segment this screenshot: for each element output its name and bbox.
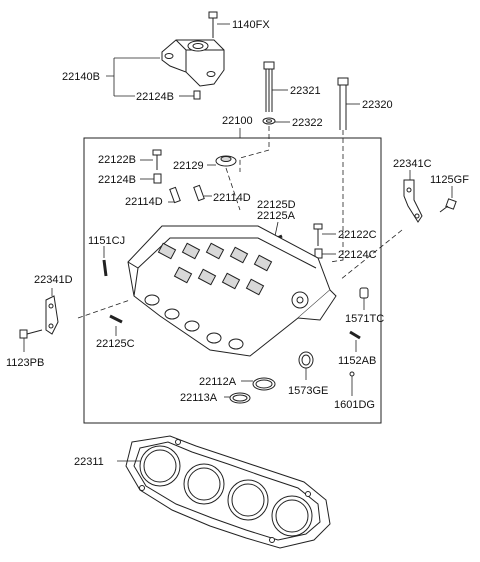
- assembly-frame: [83, 137, 382, 424]
- seal-ring-22112a: [252, 377, 276, 391]
- label-1125gf: 1125GF: [430, 174, 469, 186]
- head-gasket-22311: [125, 435, 331, 549]
- label-1151cj: 1151CJ: [88, 235, 125, 247]
- bolt-22122c: [313, 223, 323, 246]
- label-22122b: 22122B: [98, 154, 136, 166]
- bolt-1123pb: [19, 329, 43, 339]
- label-22124b-top: 22124B: [136, 91, 174, 103]
- washer-22322: [262, 117, 276, 125]
- label-1601dg: 1601DG: [334, 399, 375, 411]
- head-bolt-22320: [337, 77, 349, 130]
- label-22124b: 22124B: [98, 174, 136, 186]
- bracket-22341c: [403, 179, 423, 223]
- head-bolt-22321: [263, 61, 275, 112]
- label-22112a: 22112A: [199, 376, 237, 388]
- label-22122c: 22122C: [338, 229, 377, 241]
- label-1573ge: 1573GE: [288, 385, 328, 397]
- seal-1573ge: [298, 351, 314, 369]
- dowel-22124b-top: [193, 90, 201, 100]
- plug-1571tc: [359, 287, 369, 299]
- label-22311: 22311: [74, 456, 104, 468]
- label-1152ab: 1152AB: [338, 355, 376, 367]
- label-22125c: 22125C: [96, 338, 135, 350]
- label-22129: 22129: [173, 160, 204, 172]
- stud-1151cj: [102, 259, 108, 277]
- bolt-22122b: [152, 149, 162, 170]
- engine-hanger-bracket: [161, 39, 225, 87]
- label-22125d: 22125D: [257, 199, 296, 211]
- label-22100: 22100: [222, 115, 253, 127]
- stud-1152ab: [349, 330, 361, 340]
- pins-22114d: [169, 184, 205, 204]
- label-22113a: 22113A: [180, 392, 218, 404]
- label-22322: 22322: [292, 117, 323, 129]
- cap-22129: [215, 155, 237, 167]
- dowel-22124b: [153, 173, 162, 184]
- stud-22125c: [109, 314, 123, 324]
- label-22125a: 22125A: [257, 210, 296, 222]
- seal-ring-22113a: [229, 392, 251, 404]
- label-1140fx: 1140FX: [232, 19, 270, 31]
- plug-1601dg: [349, 371, 355, 377]
- label-22114d-b: 22114D: [213, 192, 251, 204]
- label-22341d: 22341D: [34, 274, 73, 286]
- label-22321: 22321: [290, 85, 321, 97]
- cylinder-head-22100: [127, 225, 337, 357]
- label-22140b: 22140B: [62, 71, 100, 83]
- label-22124c: 22124C: [338, 249, 377, 261]
- label-1123pb: 1123PB: [6, 357, 44, 369]
- label-22341c: 22341C: [393, 158, 432, 170]
- label-22114d-a: 22114D: [125, 196, 163, 208]
- label-1571tc: 1571TC: [345, 313, 384, 325]
- bolt-1125gf: [439, 198, 457, 213]
- bolt-1140fx: [208, 11, 230, 38]
- label-22320: 22320: [362, 99, 393, 111]
- bracket-22341d: [45, 295, 59, 335]
